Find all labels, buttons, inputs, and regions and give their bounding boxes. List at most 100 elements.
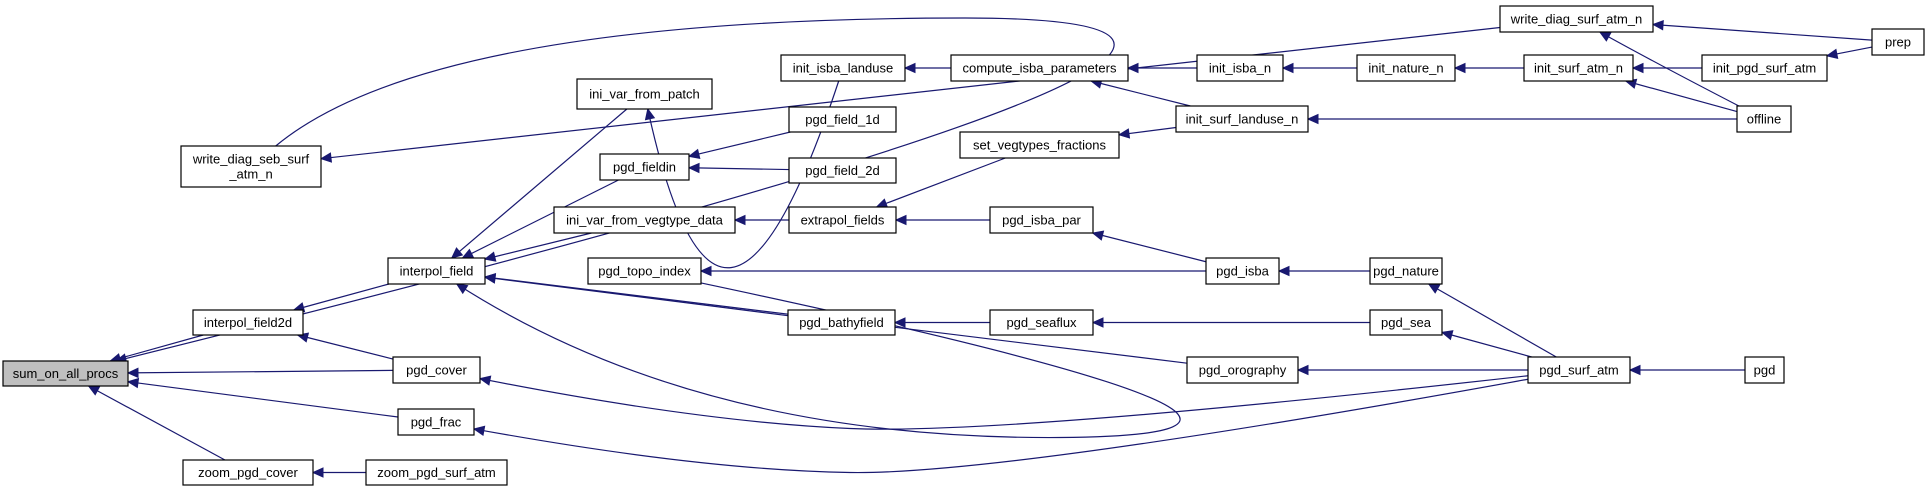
edge-pgd-cover-to-interpol-field2d — [296, 332, 394, 360]
node-label: pgd — [1754, 363, 1776, 378]
node-box — [1205, 257, 1280, 285]
edge-line — [320, 26, 1501, 160]
edge-line — [1625, 80, 1738, 113]
edge-arrowhead — [699, 265, 712, 277]
node-pgd-orography[interactable]: pgd_orography — [1186, 356, 1299, 384]
edge-arrowhead — [1631, 62, 1644, 74]
node-init-isba-n[interactable]: init_isba_n — [1196, 54, 1284, 82]
edge-compute-isba-parameters-to-init-isba-landuse — [903, 62, 951, 74]
node-pgd-field-2d[interactable]: pgd_field_2d — [788, 157, 897, 184]
edge-ini-var-from-patch-to-interpol-field — [450, 108, 628, 259]
node-pgd-isba-par[interactable]: pgd_isba_par — [989, 206, 1094, 234]
node-pgd-surf-atm[interactable]: pgd_surf_atm — [1527, 356, 1631, 384]
edge-init-surf-landuse-n-to-set-vegtypes-fractions — [1117, 126, 1177, 139]
edge-arrowhead — [1117, 128, 1131, 139]
edge-pgd-frac-to-sum-on-all-procs — [126, 377, 399, 418]
edge-line — [688, 131, 791, 157]
edge-arrowhead — [875, 198, 889, 209]
node-label: init_isba_n — [1209, 61, 1271, 76]
node-box — [780, 54, 906, 82]
node-pgd-bathyfield[interactable]: pgd_bathyfield — [787, 309, 896, 336]
node-label: write_diag_surf_atm_n — [1510, 12, 1643, 27]
node-label: init_surf_atm_n — [1534, 61, 1623, 76]
edge-line — [462, 179, 619, 259]
node-label: write_diag_seb_surf — [192, 152, 310, 167]
edge-pgd-surf-atm-to-pgd-frac — [472, 378, 1529, 474]
edge-arrowhead — [483, 273, 497, 284]
node-label: extrapol_fields — [801, 213, 885, 228]
edge-line — [484, 232, 592, 260]
edge-pgd-sea-to-pgd-seaflux — [1091, 317, 1370, 328]
node-zoom-pgd-cover[interactable]: zoom_pgd_cover — [182, 459, 314, 486]
edge-line — [479, 375, 1529, 430]
edge-line — [110, 334, 204, 362]
node-prep[interactable]: prep — [1871, 28, 1925, 56]
node-pgd[interactable]: pgd — [1744, 356, 1785, 384]
node-sum-on-all-procs[interactable]: sum_on_all_procs — [2, 360, 129, 387]
node-init-surf-atm-n[interactable]: init_surf_atm_n — [1523, 54, 1634, 82]
node-init-nature-n[interactable]: init_nature_n — [1356, 54, 1456, 82]
edge-arrowhead — [893, 317, 906, 328]
edges-layer — [87, 17, 1873, 478]
node-write-diag-seb-surf-atm-n[interactable]: write_diag_seb_surf_atm_n — [180, 145, 322, 188]
node-ini-var-from-patch[interactable]: ini_var_from_patch — [576, 78, 713, 110]
edge-zoom-pgd-surf-atm-to-zoom-pgd-cover — [311, 467, 366, 478]
node-set-vegtypes-fractions[interactable]: set_vegtypes_fractions — [959, 131, 1120, 159]
edge-pgd-seaflux-to-pgd-bathyfield — [893, 317, 990, 328]
edge-init-isba-n-to-compute-isba-parameters — [1126, 62, 1197, 74]
node-label: pgd_surf_atm — [1539, 363, 1619, 378]
edge-arrowhead — [1825, 48, 1839, 59]
node-ini-var-from-vegtype-data[interactable]: ini_var_from_vegtype_data — [553, 206, 736, 234]
node-init-pgd-surf-atm[interactable]: init_pgd_surf_atm — [1701, 54, 1828, 82]
node-pgd-seaflux[interactable]: pgd_seaflux — [989, 309, 1094, 336]
node-compute-isba-parameters[interactable]: compute_isba_parameters — [950, 54, 1129, 82]
node-label: pgd_seaflux — [1006, 315, 1077, 330]
edge-arrowhead — [461, 248, 475, 259]
edge-arrowhead — [472, 425, 486, 436]
node-label: init_nature_n — [1368, 61, 1443, 76]
edge-init-surf-landuse-n-to-compute-isba-parameters — [1089, 78, 1191, 107]
node-label: pgd_frac — [411, 415, 462, 430]
node-box — [553, 206, 736, 234]
node-pgd-field-1d[interactable]: pgd_field_1d — [788, 106, 897, 133]
node-write-diag-surf-atm-n[interactable]: write_diag_surf_atm_n — [1499, 5, 1654, 33]
edge-line — [293, 283, 390, 311]
edge-offline-to-init-surf-atm-n — [1624, 78, 1738, 113]
node-label: pgd_field_1d — [805, 112, 879, 127]
edge-line — [1428, 283, 1557, 358]
node-pgd-nature[interactable]: pgd_nature — [1369, 257, 1443, 285]
edge-zoom-pgd-cover-to-sum-on-all-procs — [87, 385, 226, 461]
node-init-isba-landuse[interactable]: init_isba_landuse — [780, 54, 906, 82]
edge-arrowhead — [455, 283, 469, 295]
edge-line — [688, 167, 790, 171]
node-label: pgd_field_2d — [805, 163, 879, 178]
node-box — [1356, 54, 1456, 82]
edge-arrowhead — [894, 214, 907, 226]
node-box — [788, 157, 897, 184]
node-pgd-topo-index[interactable]: pgd_topo_index — [587, 257, 702, 285]
edge-arrowhead — [1598, 31, 1612, 42]
edge-extrapol-fields-to-ini-var-from-vegtype-data — [733, 214, 789, 226]
node-offline[interactable]: offline — [1736, 105, 1792, 133]
node-pgd-cover[interactable]: pgd_cover — [392, 356, 481, 384]
node-box — [788, 206, 897, 234]
node-zoom-pgd-surf-atm[interactable]: zoom_pgd_surf_atm — [365, 459, 508, 486]
node-pgd-frac[interactable]: pgd_frac — [397, 408, 475, 436]
node-label: init_surf_landuse_n — [1186, 112, 1299, 127]
edge-arrowhead — [1306, 113, 1319, 125]
node-pgd-fieldin[interactable]: pgd_fieldin — [599, 153, 690, 181]
node-box — [599, 153, 690, 181]
node-interpol-field2d[interactable]: interpol_field2d — [192, 309, 304, 336]
node-extrapol-fields[interactable]: extrapol_fields — [788, 206, 897, 234]
node-box — [1523, 54, 1634, 82]
node-label: pgd_isba — [1216, 264, 1270, 279]
edge-arrowhead — [1296, 364, 1309, 376]
node-pgd-sea[interactable]: pgd_sea — [1369, 309, 1443, 336]
node-box — [1369, 257, 1443, 285]
node-interpol-field[interactable]: interpol_field — [387, 257, 486, 285]
edge-arrowhead — [126, 377, 140, 389]
node-init-surf-landuse-n[interactable]: init_surf_landuse_n — [1175, 105, 1309, 133]
node-label: pgd_sea — [1381, 315, 1432, 330]
node-pgd-isba[interactable]: pgd_isba — [1205, 257, 1280, 285]
edge-line — [115, 17, 1115, 362]
